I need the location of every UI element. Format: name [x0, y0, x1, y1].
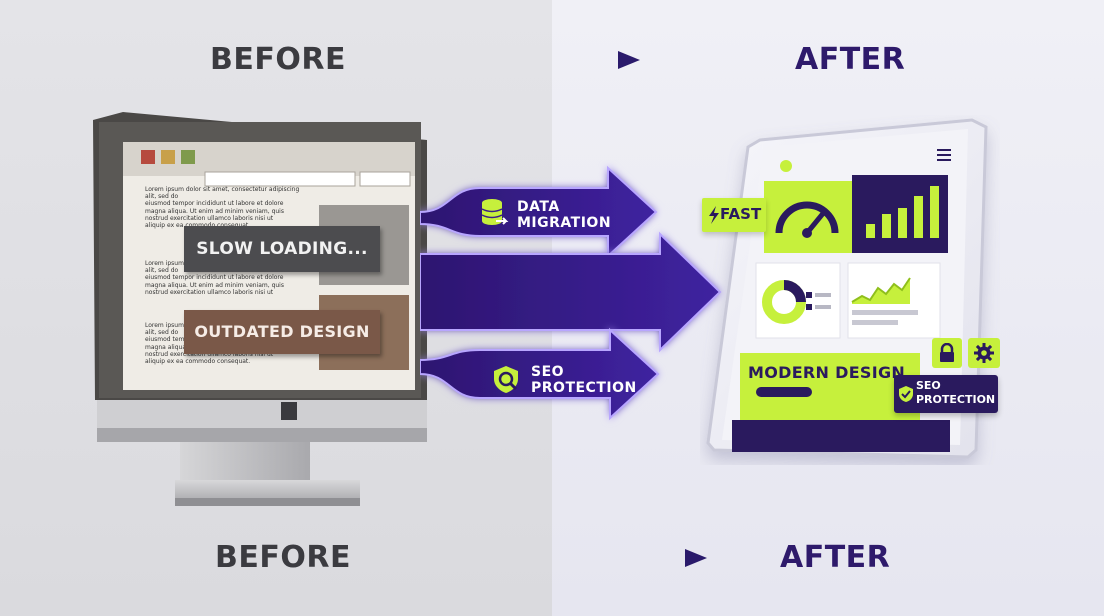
after-heading-bottom: AFTER [780, 540, 891, 575]
data-migration-label: DATA MIGRATION [517, 199, 612, 231]
gear-icon [974, 343, 994, 363]
menu-icon[interactable] [937, 148, 953, 162]
slow-loading-badge: SLOW LOADING... [184, 226, 380, 272]
after-heading-top: AFTER [795, 42, 906, 77]
bottom-transition-arrow [405, 549, 707, 567]
lock-tile [932, 338, 962, 368]
top-transition-arrow [462, 51, 640, 69]
lock-icon [940, 343, 954, 362]
speedometer-icon [775, 201, 839, 238]
bar-chart-icon [866, 186, 939, 238]
donut-chart-icon [762, 280, 831, 324]
migration-arrows [420, 165, 722, 421]
data-migration-arrow [420, 165, 658, 259]
line-chart-icon [851, 277, 918, 325]
seo-protection-label: SEO PROTECTION [531, 364, 637, 396]
power-button [281, 402, 297, 420]
modern-design-label: MODERN DESIGN [748, 363, 906, 382]
outdated-design-badge: OUTDATED DESIGN [184, 310, 380, 354]
fast-badge: FAST [702, 198, 766, 232]
main-migration-arrow [420, 231, 722, 353]
before-heading-bottom: BEFORE [215, 540, 351, 575]
shield-check-icon [899, 386, 913, 402]
shield-search-icon [494, 366, 518, 393]
seo-protection-tag-label: SEO PROTECTION [916, 379, 996, 406]
before-heading-top: BEFORE [210, 42, 346, 77]
lightning-icon [709, 206, 719, 224]
seo-protection-arrow [420, 327, 660, 421]
old-site-text-block-1: Lorem ipsum dolor sit amet, consectetur … [145, 186, 300, 230]
database-icon [481, 199, 509, 225]
fast-label: FAST [720, 205, 762, 223]
seo-protection-tag: SEO PROTECTION [894, 375, 998, 413]
gear-tile [968, 338, 1000, 368]
